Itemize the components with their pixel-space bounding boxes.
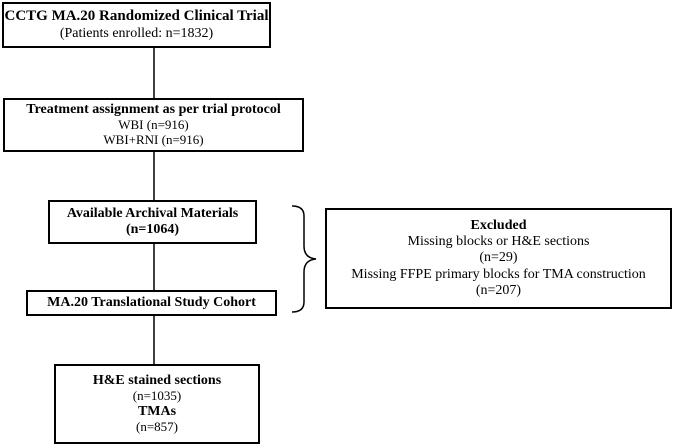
excluded-box: Excluded Missing blocks or H&E sections … bbox=[325, 208, 672, 309]
tma-title: TMAs bbox=[137, 404, 177, 419]
archival-count: (n=1064) bbox=[125, 222, 180, 237]
excluded-count-missing-ffpe: (n=207) bbox=[475, 282, 522, 298]
tma-count: (n=857) bbox=[136, 419, 178, 435]
archival-title: Available Archival Materials bbox=[66, 205, 239, 221]
excluded-reason-missing-blocks: Missing blocks or H&E sections bbox=[407, 234, 590, 250]
excluded-reason-missing-ffpe: Missing FFPE primary blocks for TMA cons… bbox=[351, 266, 646, 282]
cohort-box: MA.20 Translational Study Cohort bbox=[26, 290, 277, 316]
final-box: H&E stained sections (n=1035) TMAs (n=85… bbox=[54, 364, 260, 444]
assignment-arm-wbi-rni: WBI+RNI (n=916) bbox=[103, 132, 204, 148]
assignment-arm-wbi: WBI (n=916) bbox=[118, 117, 189, 133]
cohort-title: MA.20 Translational Study Cohort bbox=[47, 294, 256, 310]
trial-box: CCTG MA.20 Randomized Clinical Trial (Pa… bbox=[2, 2, 271, 48]
assignment-box: Treatment assignment as per trial protoc… bbox=[3, 98, 304, 152]
he-sections-title: H&E stained sections bbox=[92, 372, 222, 388]
curly-brace bbox=[291, 205, 317, 313]
trial-title: CCTG MA.20 Randomized Clinical Trial bbox=[4, 8, 269, 25]
assignment-title: Treatment assignment as per trial protoc… bbox=[26, 102, 281, 118]
excluded-title: Excluded bbox=[470, 218, 527, 234]
archival-box: Available Archival Materials (n=1064) bbox=[48, 200, 257, 244]
excluded-count-missing-blocks: (n=29) bbox=[479, 250, 518, 266]
trial-enrolled: (Patients enrolled: n=1832) bbox=[59, 25, 214, 41]
he-sections-count: (n=1035) bbox=[132, 388, 182, 404]
